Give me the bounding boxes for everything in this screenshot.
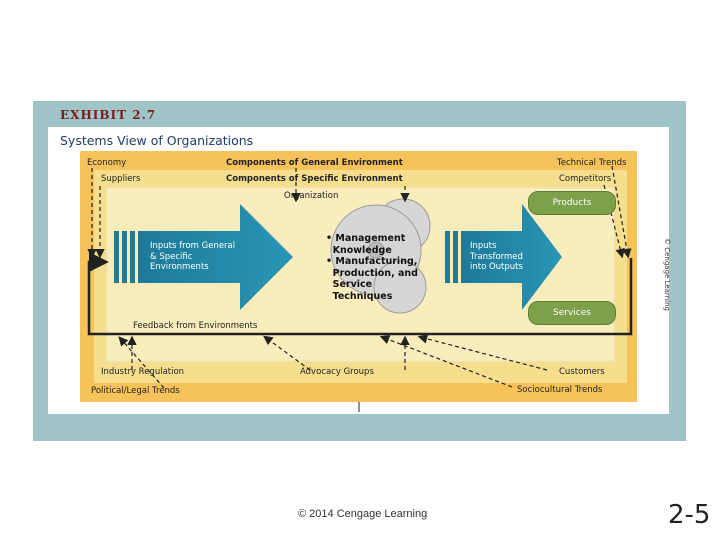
outputs-text: Inputs Transformed into Outputs (470, 241, 523, 272)
inputs-text: Inputs from General & Specific Environme… (150, 241, 236, 272)
advocacy-groups-label: Advocacy Groups (300, 367, 374, 377)
feedback-loop (87, 252, 633, 336)
competitors-label: Competitors (559, 174, 612, 184)
exhibit-label: EXHIBIT 2.7 (60, 108, 157, 122)
industry-regulation-label: Industry Regulation (101, 367, 185, 377)
suppliers-label: Suppliers (101, 174, 141, 184)
input-arrow (114, 204, 293, 310)
feedback-label: Feedback from Environments (133, 321, 258, 331)
services-pill: Services (528, 301, 616, 325)
copyright-text: © 2014 Cengage Learning (298, 508, 428, 520)
gear-icon (330, 198, 431, 314)
products-pill: Products (528, 191, 616, 215)
customers-label: Customers (559, 367, 605, 377)
political-legal-label: Political/Legal Trends (91, 386, 180, 396)
organization-label: Organization (284, 191, 339, 201)
technical-trends-label: Technical Trends (557, 158, 627, 168)
sociocultural-label: Sociocultural Trends (517, 385, 603, 395)
transformation-text: • Management Knowledge • Manufacturing, … (326, 233, 418, 302)
exhibit-title: Systems View of Organizations (60, 133, 254, 148)
economy-label: Economy (87, 158, 127, 168)
influence-arrows (87, 165, 632, 389)
specific-environment-label: Components of Specific Environment (226, 174, 403, 184)
page-number: 2-5 (668, 500, 711, 530)
output-arrow (445, 204, 562, 310)
general-environment-label: Components of General Environment (226, 158, 403, 168)
